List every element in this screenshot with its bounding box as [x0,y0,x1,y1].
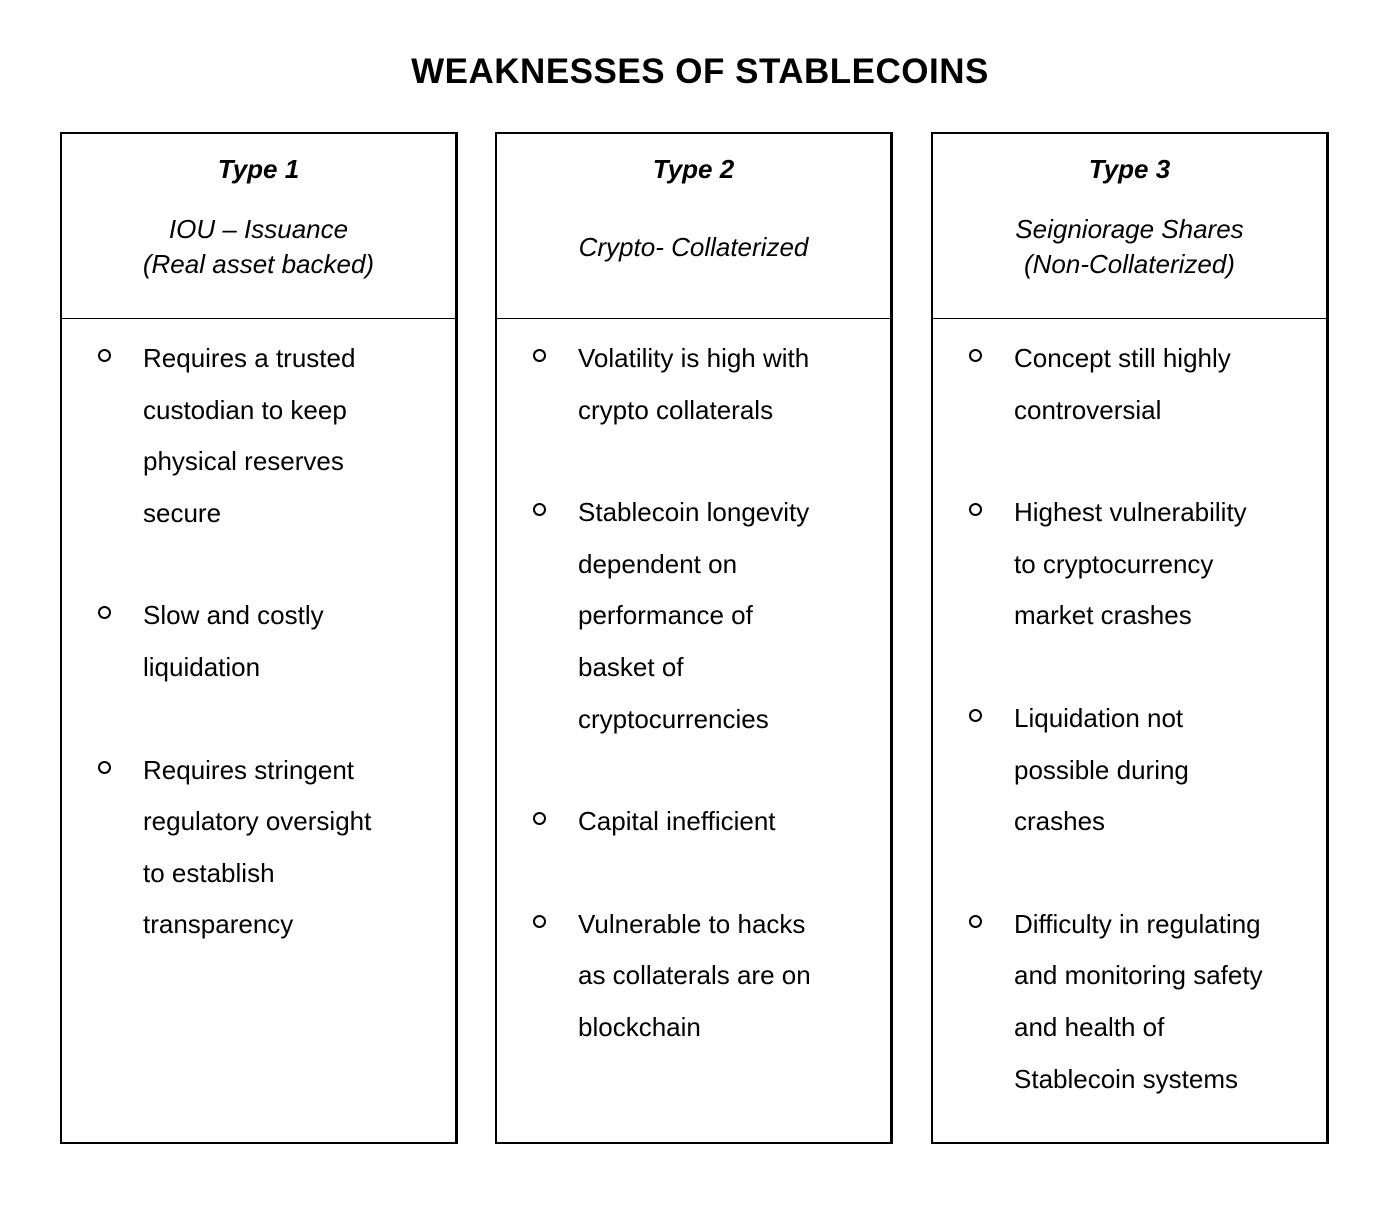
weakness-line: Concept still highly [1014,343,1231,373]
type-name: Seigniorage Shares (Non-Collaterized) [1015,212,1243,282]
weakness-line: to cryptocurrency [1014,548,1214,579]
weakness-item: Requires stringent regulatory oversight … [62,745,455,951]
weakness-line: transparency [143,909,294,940]
weakness-item: Vulnerable to hacks as collaterals are o… [497,899,890,1054]
type-name-wrap: Crypto- Collaterized [497,192,890,302]
page-title: WEAKNESSES OF STABLECOINS [411,52,989,91]
hollow-circle-bullet-icon [533,349,546,362]
hollow-circle-bullet-icon [533,914,546,928]
hollow-circle-bullet-icon [98,760,111,774]
type-name-line: IOU – Issuance [168,214,349,244]
type-name-line: Crypto- Collaterized [578,231,809,262]
weakness-line: and monitoring safety [1014,960,1263,991]
weakness-line: cryptocurrencies [578,703,769,734]
weakness-line: as collaterals are on [578,960,811,991]
hollow-circle-bullet-icon [969,708,982,722]
stablecoin-type-2-column: Type 2 Crypto- Collaterized Volatility i… [495,132,893,1144]
weakness-line: Volatility is high with [578,343,810,373]
type-name: IOU – Issuance (Real asset backed) [143,212,374,282]
weakness-line: blockchain [578,1011,701,1042]
weakness-line: Liquidation not [1014,702,1184,733]
weakness-line: regulatory oversight [143,806,372,837]
weakness-item: Requires a trusted custodian to keep phy… [62,333,455,539]
weakness-line: liquidation [143,651,261,682]
weakness-item: Volatility is high with crypto collatera… [497,333,890,436]
weakness-list: Volatility is high with crypto collatera… [497,319,890,1054]
column-header: Type 1 IOU – Issuance (Real asset backed… [62,134,455,319]
column-header: Type 3 Seigniorage Shares (Non-Collateri… [933,134,1326,319]
weakness-item: Slow and costly liquidation [62,590,455,693]
weakness-line: Difficulty in regulating [1014,908,1261,939]
type-name-wrap: Seigniorage Shares (Non-Collaterized) [933,192,1326,302]
hollow-circle-bullet-icon [533,812,546,826]
weakness-list: Concept still highly controversial Highe… [933,319,1326,1105]
weakness-line: secure [143,497,222,528]
weakness-line: Stablecoin systems [1014,1063,1238,1094]
weakness-line: Highest vulnerability [1014,497,1247,528]
type-name-wrap: IOU – Issuance (Real asset backed) [62,192,455,302]
weakness-line: physical reserves [143,446,344,477]
weakness-line: Requires stringent [143,754,354,785]
weakness-item: Concept still highly controversial [933,333,1326,436]
hollow-circle-bullet-icon [98,606,111,620]
hollow-circle-bullet-icon [969,349,982,362]
type-name-line: Seigniorage Shares [1015,214,1244,244]
type-name-line: (Real asset backed) [142,249,375,279]
weakness-line: crypto collaterals [578,394,774,425]
weakness-line: Capital inefficient [578,806,776,837]
weakness-item: Liquidation not possible during crashes [933,693,1326,848]
weakness-item: Highest vulnerability to cryptocurrency … [933,487,1326,642]
weakness-line: possible during [1014,754,1189,785]
weakness-line: and health of [1014,1011,1165,1042]
weakness-line: Slow and costly [143,600,324,631]
weakness-line: Stablecoin longevity [578,497,810,528]
weakness-line: controversial [1014,394,1162,425]
weakness-line: to establish [143,857,275,888]
weakness-item: Stablecoin longevity dependent on perfor… [497,487,890,745]
weakness-line: basket of [578,651,684,682]
weakness-item: Capital inefficient [497,796,890,848]
stablecoin-type-1-column: Type 1 IOU – Issuance (Real asset backed… [60,132,458,1144]
type-name: Crypto- Collaterized [579,230,809,265]
stablecoin-type-3-column: Type 3 Seigniorage Shares (Non-Collateri… [931,132,1329,1144]
weakness-line: dependent on [578,548,738,579]
weakness-line: crashes [1014,806,1106,837]
weakness-list: Requires a trusted custodian to keep phy… [62,319,455,951]
type-label: Type 1 [217,154,300,184]
weakness-line: market crashes [1014,600,1192,631]
weakness-line: performance of [578,600,753,631]
hollow-circle-bullet-icon [969,914,982,928]
hollow-circle-bullet-icon [969,503,982,517]
hollow-circle-bullet-icon [98,349,111,362]
weakness-line: Requires a trusted [143,343,356,373]
weakness-line: Vulnerable to hacks [578,908,806,939]
type-label: Type 3 [1088,154,1171,184]
type-label: Type 2 [652,154,735,184]
type-name-line: (Non-Collaterized) [1024,249,1235,279]
weakness-line: custodian to keep [143,394,347,425]
weakness-item: Difficulty in regulating and monitoring … [933,899,1326,1105]
hollow-circle-bullet-icon [533,503,546,517]
column-header: Type 2 Crypto- Collaterized [497,134,890,319]
